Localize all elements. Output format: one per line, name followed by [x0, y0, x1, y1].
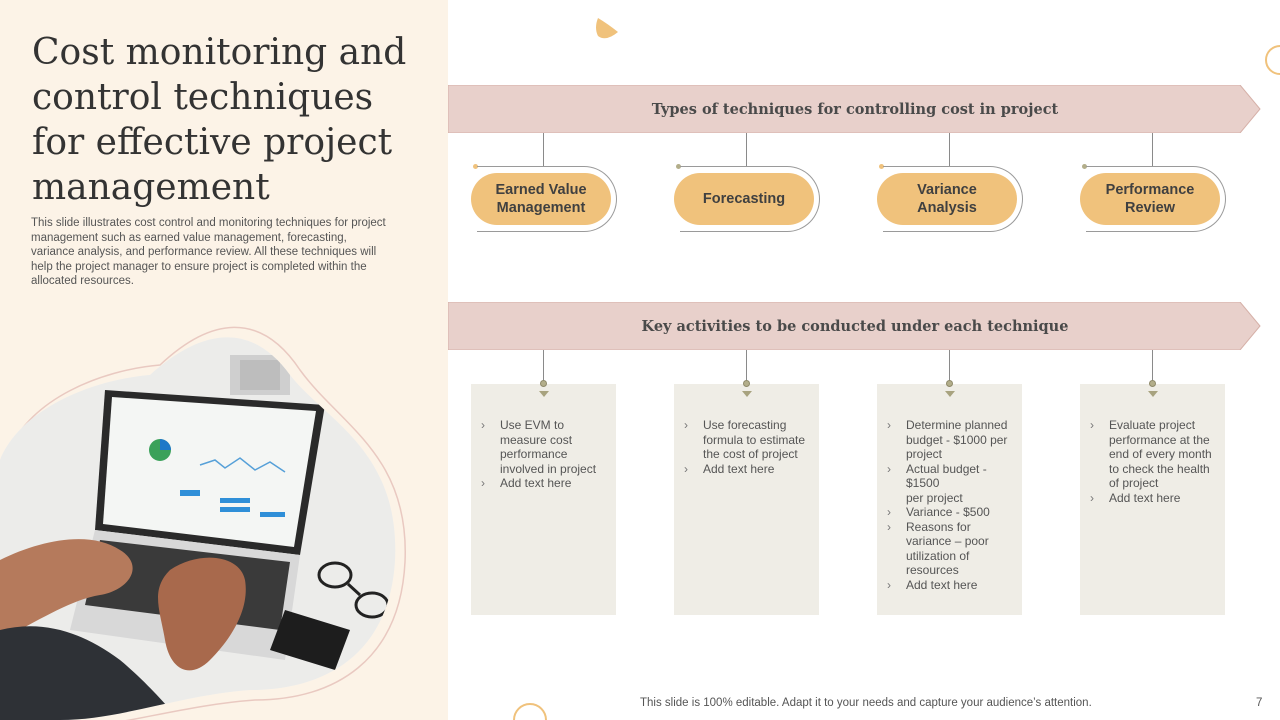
- activity-item: Reasons for variance – poor utilization …: [885, 520, 1014, 578]
- connector-dot-icon: [540, 380, 547, 387]
- footer-note: This slide is 100% editable. Adapt it to…: [640, 697, 1092, 709]
- pill-accent-dot: [676, 164, 681, 169]
- technique-pill-forecasting[interactable]: Forecasting: [674, 173, 814, 225]
- ring-decoration-bottom-icon: [513, 703, 547, 720]
- left-panel: Cost monitoring and control techniques f…: [0, 0, 448, 720]
- activity-card-earned-value: Use EVM to measure cost performance invo…: [471, 384, 616, 615]
- pill-accent-dot: [473, 164, 478, 169]
- pill-accent-dot: [1082, 164, 1087, 169]
- pill-outline: [1086, 166, 1226, 232]
- connector-line: [746, 350, 747, 381]
- slide-description: This slide illustrates cost control and …: [31, 217, 386, 287]
- activity-card-performance: Evaluate project performance at the end …: [1080, 384, 1225, 615]
- activities-banner-title: Key activities to be conducted under eac…: [641, 317, 1069, 335]
- connector-dot-icon: [1149, 380, 1156, 387]
- connector-line: [1152, 133, 1153, 167]
- connector-line: [1152, 350, 1153, 381]
- page-number: 7: [1256, 697, 1263, 709]
- activities-banner: Key activities to be conducted under eac…: [448, 302, 1262, 350]
- techniques-banner-title: Types of techniques for controlling cost…: [651, 100, 1059, 118]
- laptop-photo: [0, 300, 448, 720]
- down-arrow-icon: [945, 391, 955, 397]
- activity-item: Evaluate project performance at the end …: [1088, 418, 1217, 491]
- techniques-banner: Types of techniques for controlling cost…: [448, 85, 1262, 133]
- activity-item: Determine planned budget - $1000 per pro…: [885, 418, 1014, 462]
- connector-line: [949, 350, 950, 381]
- activity-card-variance: Determine planned budget - $1000 per pro…: [877, 384, 1022, 615]
- pill-outline: [477, 166, 617, 232]
- activity-item: Use EVM to measure cost performance invo…: [479, 418, 608, 476]
- activity-item: Add text here: [1088, 491, 1217, 506]
- pill-accent-dot: [879, 164, 884, 169]
- down-arrow-icon: [742, 391, 752, 397]
- down-arrow-icon: [539, 391, 549, 397]
- triangle-decoration-icon: [596, 18, 618, 39]
- activity-item: Use forecasting formula to estimate the …: [682, 418, 811, 462]
- technique-pill-variance[interactable]: Variance Analysis: [877, 173, 1017, 225]
- connector-dot-icon: [946, 380, 953, 387]
- connector-line: [746, 133, 747, 167]
- ring-decoration-icon: [1265, 45, 1280, 75]
- connector-line: [949, 133, 950, 167]
- activity-item: Variance - $500: [885, 505, 1014, 520]
- down-arrow-icon: [1148, 391, 1158, 397]
- activity-card-forecasting: Use forecasting formula to estimate the …: [674, 384, 819, 615]
- technique-pill-performance[interactable]: Performance Review: [1080, 173, 1220, 225]
- activity-item: Add text here: [479, 476, 608, 491]
- pill-outline: [680, 166, 820, 232]
- pill-outline: [883, 166, 1023, 232]
- activity-item: Add text here: [682, 462, 811, 477]
- connector-dot-icon: [743, 380, 750, 387]
- activity-item: Add text here: [885, 578, 1014, 593]
- connector-line: [543, 350, 544, 381]
- connector-line: [543, 133, 544, 167]
- technique-pill-earned-value[interactable]: Earned Value Management: [471, 173, 611, 225]
- activity-item: Actual budget - $1500 per project: [885, 462, 1014, 506]
- slide-title: Cost monitoring and control techniques f…: [32, 32, 407, 208]
